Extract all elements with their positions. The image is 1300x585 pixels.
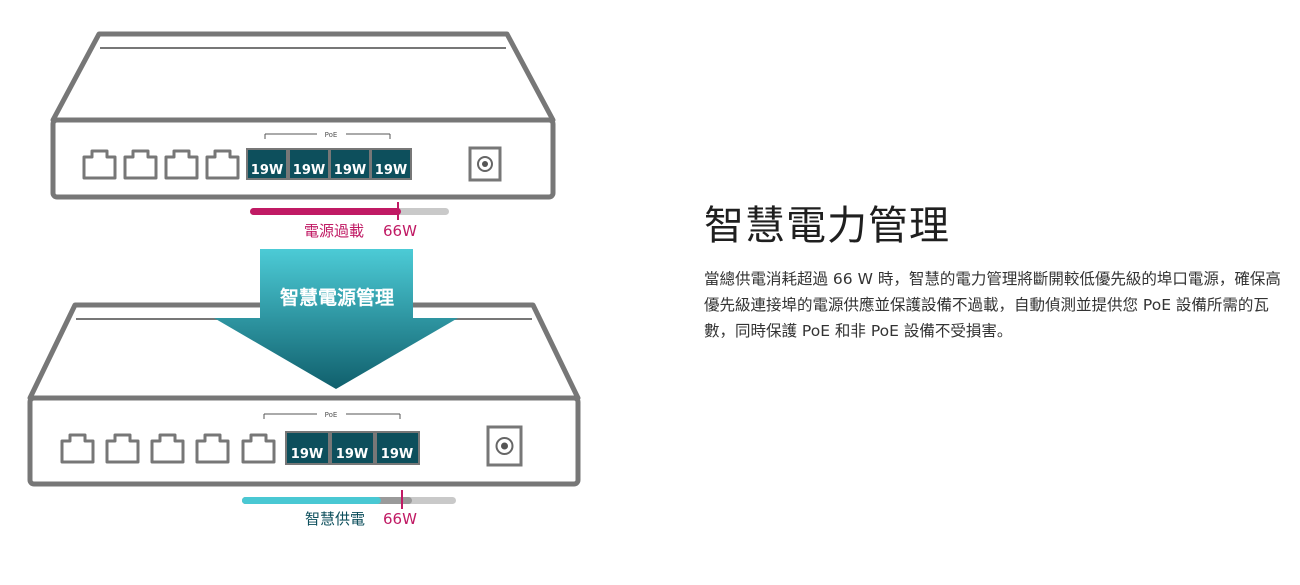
bottom-port-wattage: 19W: [381, 447, 413, 462]
smart-power-value: 66W: [383, 510, 417, 528]
bottom-port-wattage: 19W: [336, 447, 368, 462]
arrow-label: 智慧電源管理: [280, 286, 394, 309]
overload-bar-fill: [250, 208, 401, 215]
top-port-wattage: 19W: [334, 163, 366, 178]
top-port-wattage: 19W: [375, 163, 407, 178]
bottom-port-wattage: 19W: [291, 447, 323, 462]
top-poe-bracket: PoE: [264, 131, 391, 139]
overload-value: 66W: [383, 222, 417, 240]
power-management-diagram: PoE 19W 19W 19W 19W: [27, 31, 581, 528]
bottom-poe-port: [375, 431, 420, 465]
top-poe-ports: 19W 19W 19W 19W: [246, 148, 412, 180]
bottom-poe-bracket: PoE: [263, 411, 401, 419]
bottom-poe-label: PoE: [325, 411, 338, 419]
top-poe-port: [370, 148, 412, 180]
top-poe-port: [329, 148, 371, 180]
feature-description: 當總供電消耗超過 66 W 時，智慧的電力管理將斷開較低優先級的埠口電源，確保高…: [704, 270, 1281, 340]
feature-heading: 智慧電力管理: [704, 203, 950, 249]
bottom-poe-port: [285, 431, 330, 465]
feature-text-panel: 智慧電力管理 當總供電消耗超過 66 W 時，智慧的電力管理將斷開較低優先級的埠…: [704, 198, 1294, 344]
bottom-poe-port: [330, 431, 375, 465]
bottom-poe-ports: 19W 19W 19W: [285, 431, 420, 465]
top-port-wattage: 19W: [251, 163, 283, 178]
overload-label: 電源過載: [304, 222, 364, 240]
top-port-wattage: 19W: [293, 163, 325, 178]
smart-power-arrow: 智慧電源管理: [214, 249, 458, 389]
smart-power-bar: 智慧供電 66W: [242, 490, 456, 528]
smart-power-label: 智慧供電: [305, 510, 365, 528]
bottom-power-jack: [486, 425, 523, 467]
top-poe-label: PoE: [325, 131, 338, 139]
top-power-jack: [468, 146, 502, 182]
top-poe-port: [288, 148, 330, 180]
top-switch: PoE 19W 19W 19W 19W: [50, 31, 556, 200]
smart-bar-fill: [242, 497, 381, 504]
overload-power-bar: 電源過載 66W: [250, 202, 449, 240]
top-poe-port: [246, 148, 288, 180]
